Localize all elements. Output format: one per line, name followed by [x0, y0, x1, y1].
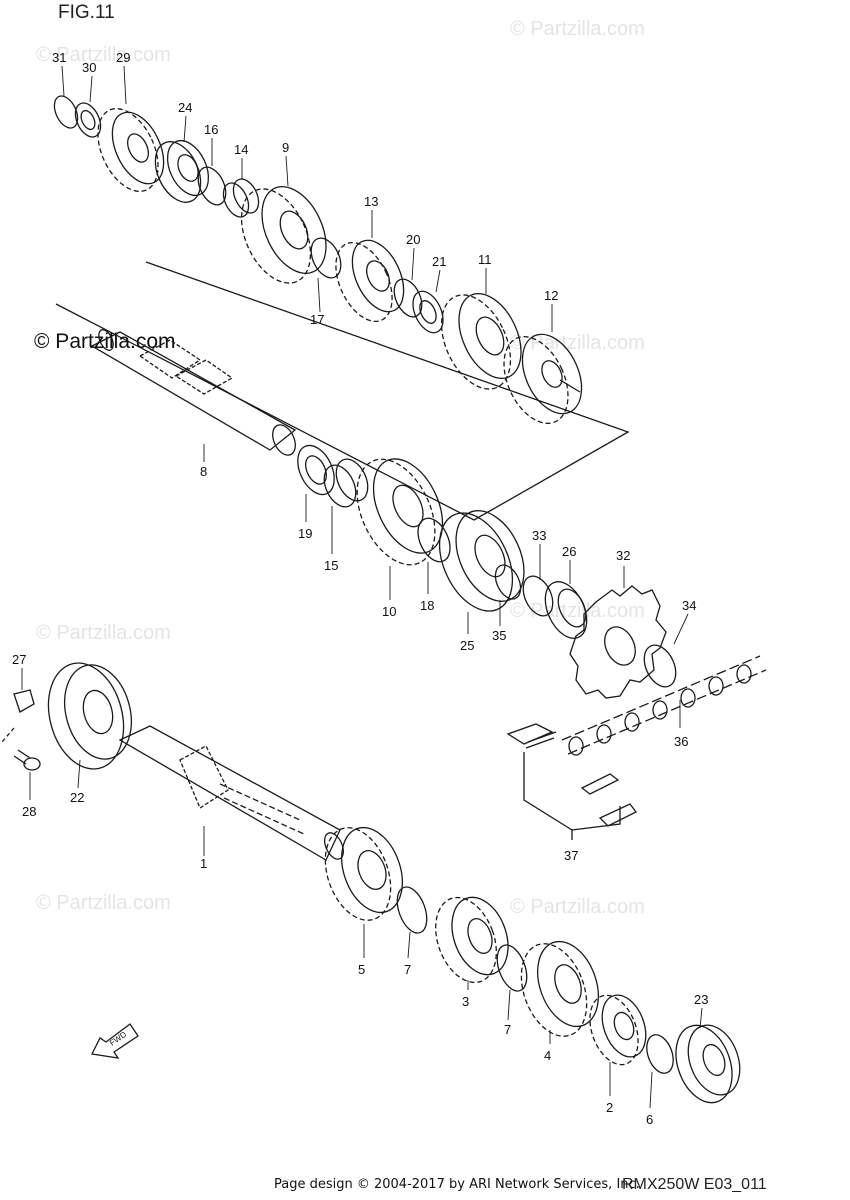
gear-3 — [435, 896, 509, 984]
callout-24: 24 — [178, 100, 192, 115]
circlip-20 — [393, 278, 423, 318]
gear-13 — [335, 239, 405, 323]
callout-8: 8 — [200, 464, 207, 479]
circlip-7 — [396, 886, 428, 934]
callout-5: 5 — [358, 962, 365, 977]
gear-5 — [324, 826, 403, 921]
gear-12 — [503, 333, 583, 424]
watermark: © Partzilla.com — [510, 332, 645, 354]
bolt-28 — [13, 749, 41, 771]
callout-31: 31 — [52, 50, 66, 65]
callout-18: 18 — [420, 598, 434, 613]
watermark: © Partzilla.com — [510, 18, 645, 40]
bearing-25 — [438, 510, 525, 612]
drive-chain-36 — [561, 655, 767, 756]
sprocket-32 — [569, 585, 667, 699]
callout-26: 26 — [562, 544, 576, 559]
diagram-code: RMX250W E03_011 — [622, 1176, 767, 1193]
callout-35: 35 — [492, 628, 506, 643]
watermark: © Partzilla.com — [36, 622, 171, 644]
callout-14: 14 — [234, 142, 248, 157]
gear-29 — [97, 107, 165, 193]
callout-12: 12 — [544, 288, 558, 303]
washer-18 — [417, 517, 451, 563]
spacer-33 — [522, 575, 554, 617]
watermark: © Partzilla.com — [510, 896, 645, 918]
callout-27: 27 — [12, 652, 26, 667]
bearing-22 — [47, 662, 132, 770]
footer-copyright: Page design © 2004-2017 by ARI Network S… — [274, 1177, 640, 1192]
circlip-31 — [53, 95, 79, 129]
callout-32: 32 — [616, 548, 630, 563]
main-shaft-1 — [118, 725, 345, 861]
callout-10: 10 — [382, 604, 396, 619]
callout-4: 4 — [544, 1048, 551, 1063]
leader-lines — [21, 65, 703, 1109]
callout-28: 28 — [22, 804, 36, 819]
callout-21: 21 — [432, 254, 446, 269]
callout-19: 19 — [298, 526, 312, 541]
callout-36: 36 — [674, 734, 688, 749]
callout-37: 37 — [564, 848, 578, 863]
washer-30 — [74, 102, 102, 138]
bushing-14 — [222, 178, 260, 218]
countershaft-8 — [90, 329, 297, 456]
bearing-23 — [675, 1024, 741, 1104]
assembly-bracket — [55, 261, 630, 521]
gear-4 — [520, 940, 599, 1037]
gear-2 — [589, 994, 647, 1066]
chain-master-link-37 — [506, 723, 637, 840]
gear-11 — [440, 292, 522, 390]
gear-9 — [240, 186, 327, 284]
callout-9: 9 — [282, 140, 289, 155]
callout-2: 2 — [606, 1100, 613, 1115]
seal-35 — [494, 564, 522, 600]
callout-29: 29 — [116, 50, 130, 65]
washer-19 — [297, 444, 335, 496]
callout-22: 22 — [70, 790, 84, 805]
retainer-27 — [13, 689, 35, 713]
bearing-24 — [154, 139, 210, 203]
bushing-15 — [323, 458, 369, 508]
callout-13: 13 — [364, 194, 378, 209]
callout-33: 33 — [532, 528, 546, 543]
circlip-7 — [496, 944, 528, 992]
callout-23: 23 — [694, 992, 708, 1007]
callout-34: 34 — [682, 598, 696, 613]
callout-7: 7 — [404, 962, 411, 977]
callout-15: 15 — [324, 558, 338, 573]
oil-seal-26 — [544, 581, 588, 639]
watermark: © Partzilla.com — [36, 44, 171, 66]
callout-7: 7 — [504, 1022, 511, 1037]
callout-6: 6 — [646, 1112, 653, 1127]
callout-25: 25 — [460, 638, 474, 653]
fwd-arrow-icon — [91, 1023, 139, 1059]
washer-21 — [412, 290, 444, 334]
watermark: © Partzilla.com — [36, 892, 171, 914]
callout-3: 3 — [462, 994, 469, 1009]
callout-30: 30 — [82, 60, 96, 75]
callout-20: 20 — [406, 232, 420, 247]
gear-10 — [356, 458, 444, 566]
callout-17: 17 — [310, 312, 324, 327]
callout-11: 11 — [478, 252, 492, 267]
washer-6 — [646, 1034, 674, 1074]
callout-1: 1 — [200, 856, 207, 871]
washer-34 — [643, 644, 677, 688]
washer-16 — [197, 166, 227, 206]
figure-title: FIG.11 — [58, 2, 115, 23]
callout-16: 16 — [204, 122, 218, 137]
